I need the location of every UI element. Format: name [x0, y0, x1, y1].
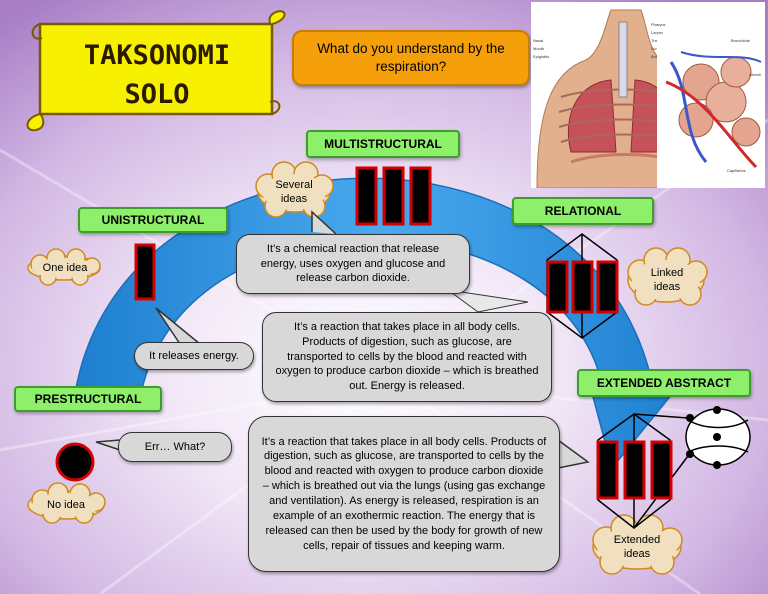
- cloud-one-idea: [27, 248, 101, 286]
- respiratory-anatomy-image: PharynxLarynxTrachea LungBronchusNasal M…: [531, 2, 765, 188]
- svg-text:Alveoli: Alveoli: [749, 72, 761, 77]
- relational-structure: [546, 233, 619, 339]
- cloud-several-ideas: [255, 161, 334, 218]
- level-multistructural: MULTISTRUCTURAL: [306, 130, 460, 158]
- level-relational: RELATIONAL: [512, 197, 654, 225]
- bubble-tails: [95, 210, 590, 469]
- level-extended-abstract: EXTENDED ABSTRACT: [577, 369, 751, 397]
- level-prestructural: PRESTRUCTURAL: [14, 386, 162, 412]
- unistructural-bar: [134, 243, 156, 301]
- cloud-no-idea: [27, 482, 106, 524]
- cloud-label-linked-ideas: Linked ideas: [650, 266, 684, 293]
- answer-prestructural: Err… What?: [118, 432, 232, 462]
- title-scroll: [26, 10, 286, 132]
- pointer-arrow: [447, 289, 529, 313]
- cloud-extended-ideas: [592, 514, 683, 575]
- svg-text:Epiglottis: Epiglottis: [533, 54, 549, 59]
- svg-text:Nasal: Nasal: [533, 38, 543, 43]
- cloud-label-one-idea: One idea: [42, 261, 88, 274]
- extended-abstract-structure: [596, 406, 751, 529]
- svg-text:Bronchiole: Bronchiole: [731, 38, 751, 43]
- alveoli-illustration: [665, 51, 762, 169]
- svg-text:Larynx: Larynx: [651, 30, 663, 35]
- answer-relational: It’s a reaction that takes place in all …: [262, 312, 552, 402]
- multistructural-bars: [355, 166, 432, 226]
- cloud-label-no-idea: No idea: [47, 498, 85, 511]
- answer-unistructural: It releases energy.: [134, 342, 254, 370]
- prestructural-dot: [55, 442, 95, 482]
- svg-text:Lung: Lung: [651, 46, 660, 51]
- answer-extended-abstract: It’s a reaction that takes place in all …: [248, 416, 560, 572]
- cloud-label-several-ideas: Several ideas: [275, 178, 313, 205]
- title-line-2: SOLO: [124, 79, 190, 111]
- page-title: TAKSONOMI SOLO: [40, 36, 274, 114]
- cloud-linked-ideas: [627, 247, 708, 306]
- question-box: What do you understand by the respiratio…: [292, 30, 530, 86]
- level-unistructural: UNISTRUCTURAL: [78, 207, 228, 233]
- svg-text:Capillaries: Capillaries: [727, 168, 746, 173]
- answer-multistructural: It’s a chemical reaction that release en…: [236, 234, 470, 294]
- svg-text:Pharynx: Pharynx: [651, 22, 666, 27]
- title-line-1: TAKSONOMI: [83, 40, 231, 71]
- svg-text:Mouth: Mouth: [533, 46, 544, 51]
- cloud-label-extended-ideas: Extended ideas: [613, 533, 661, 560]
